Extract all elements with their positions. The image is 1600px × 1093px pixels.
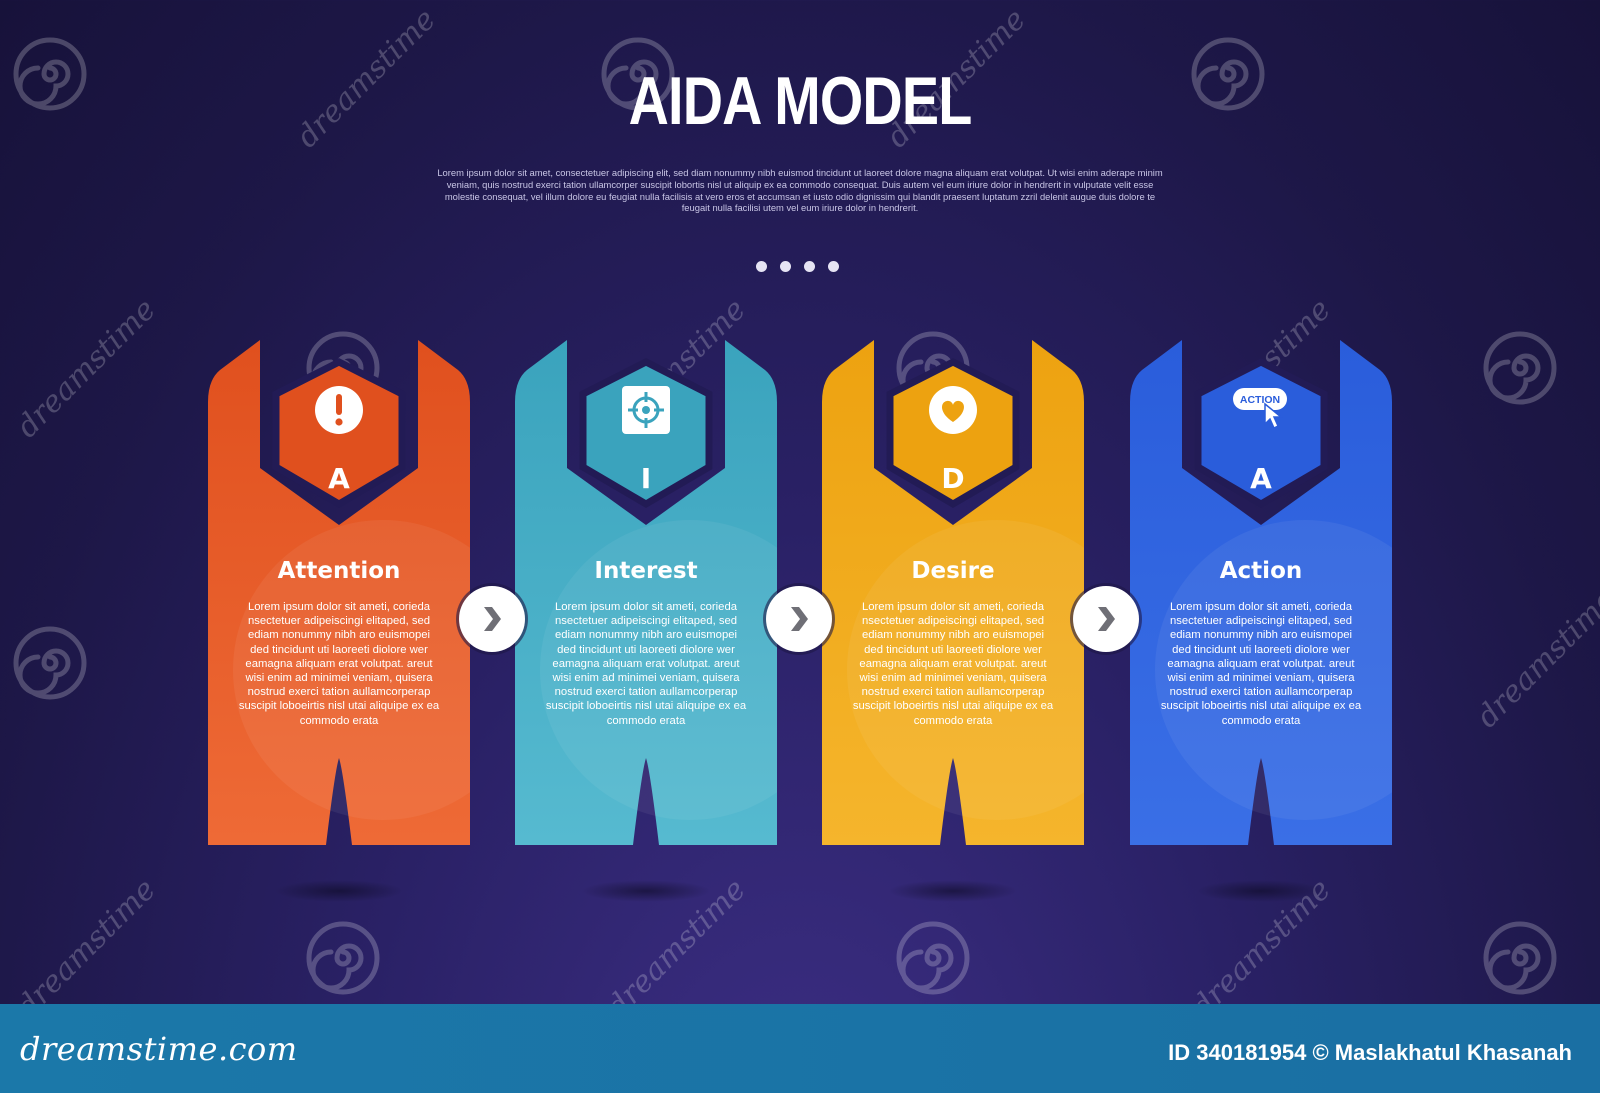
step-description: Lorem ipsum dolor sit ameti, corieda nse… <box>545 601 747 727</box>
connector-arrow <box>459 586 525 652</box>
footer-credit: ID 340181954 © Maslakhatul Khasanah <box>1168 1040 1572 1065</box>
card-highlight <box>1155 520 1392 820</box>
card-highlight <box>847 520 1084 820</box>
card-highlight <box>233 520 470 820</box>
card-body-shape <box>208 340 470 845</box>
watermark-text: dreamstime <box>10 292 163 445</box>
card-highlight <box>540 520 777 820</box>
watermark-text: dreamstime <box>10 872 163 1025</box>
target-icon <box>616 382 676 442</box>
step-letter: D <box>941 462 965 495</box>
chevron-right-icon <box>791 607 808 631</box>
page-title: AIDA MODEL <box>628 63 973 139</box>
step-card-action: ACTION A Action Lorem ipsum dolor sit am… <box>1130 340 1392 845</box>
footer-bar: dreamstime.com ID 340181954 © Maslakhatu… <box>0 1004 1600 1093</box>
watermark-spiral-icon <box>1190 36 1266 112</box>
watermark-spiral-icon <box>305 920 381 996</box>
watermark-spiral-icon <box>12 36 88 112</box>
card-body-shape <box>1130 340 1392 845</box>
watermark-spiral-icon <box>895 920 971 996</box>
card-shape <box>1130 340 1392 845</box>
step-description: Lorem ipsum dolor sit ameti, corieda nse… <box>1160 601 1362 727</box>
hexagon-badge <box>1194 358 1328 509</box>
watermark-text: dreamstime <box>1470 582 1600 735</box>
card-shadow <box>274 880 404 902</box>
svg-text:ACTION: ACTION <box>1240 394 1280 406</box>
step-letter: I <box>640 462 652 495</box>
connector-arrow <box>766 586 832 652</box>
connector-arrow <box>1073 586 1139 652</box>
watermark-spiral-icon <box>600 36 676 112</box>
card-body-shape <box>822 340 1084 845</box>
card-body-shape <box>515 340 777 845</box>
chevron-right-icon <box>1098 607 1115 631</box>
step-card-desire: D Desire Lorem ipsum dolor sit ameti, co… <box>822 340 1084 845</box>
chevron-right-icon <box>484 607 501 631</box>
card-shadow <box>888 880 1018 902</box>
heart-icon <box>923 382 983 442</box>
step-title: Desire <box>911 558 995 584</box>
page-subtitle: Lorem ipsum dolor sit amet, consectetuer… <box>437 167 1163 214</box>
pagination-dot <box>804 261 815 272</box>
pagination-dots <box>756 257 852 276</box>
card-shape <box>822 340 1084 845</box>
watermark-spiral-icon <box>1482 920 1558 996</box>
step-description: Lorem ipsum dolor sit ameti, corieda nse… <box>852 601 1054 727</box>
watermark-spiral-icon <box>1482 330 1558 406</box>
step-title: Attention <box>277 558 401 584</box>
action-cursor-icon: ACTION <box>1231 382 1291 442</box>
pagination-dot <box>780 261 791 272</box>
pagination-dot <box>756 261 767 272</box>
watermark-spiral-icon <box>12 625 88 701</box>
step-card-attention: A Attention Lorem ipsum dolor sit ameti,… <box>208 340 470 845</box>
footer-brand: dreamstime.com <box>20 1030 298 1068</box>
card-shadow <box>1196 880 1326 902</box>
step-letter: A <box>1250 462 1272 495</box>
pagination-dot <box>828 261 839 272</box>
step-title: Action <box>1219 558 1303 584</box>
step-letter: A <box>328 462 350 495</box>
step-card-interest: I Interest Lorem ipsum dolor sit ameti, … <box>515 340 777 845</box>
exclamation-icon <box>309 382 369 442</box>
card-shadow <box>581 880 711 902</box>
step-title: Interest <box>594 558 698 584</box>
step-description: Lorem ipsum dolor sit ameti, corieda nse… <box>238 601 440 727</box>
